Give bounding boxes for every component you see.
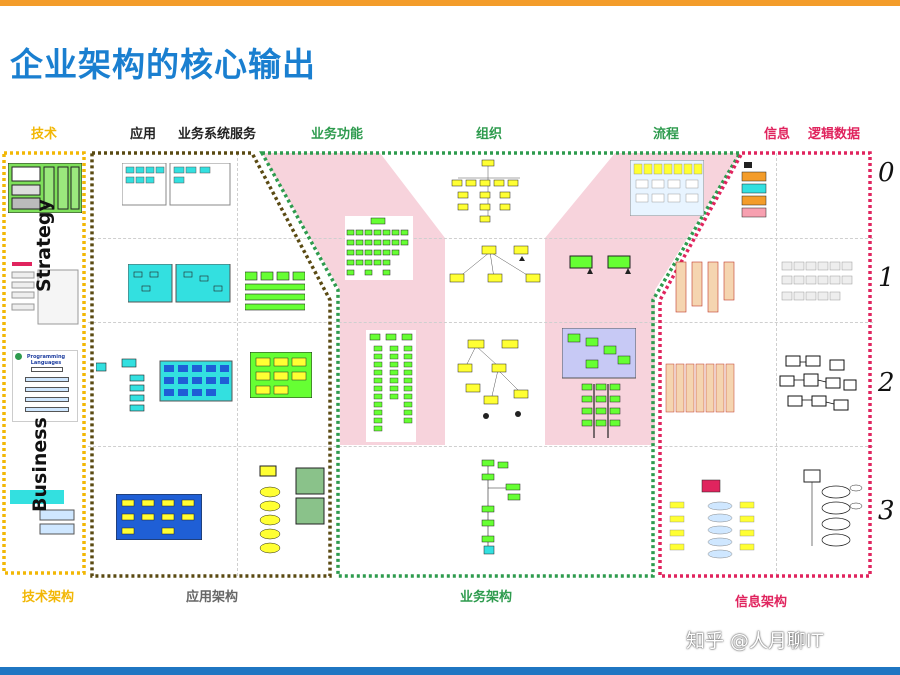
header-logic-data: 逻辑数据	[808, 127, 861, 142]
header-info: 信息	[764, 127, 791, 142]
tech-programming-languages: Programming Languages	[12, 350, 78, 422]
info-er-diagram	[779, 355, 857, 411]
header-biz-function: 业务功能	[311, 127, 364, 142]
row-number-2: 2	[878, 368, 895, 398]
header-app: 应用	[130, 127, 157, 142]
function-hierarchy-diagram	[366, 330, 416, 442]
footer-tech-arch: 技术架构	[22, 590, 75, 605]
header-biz-service: 业务系统服务	[178, 127, 257, 142]
app-structure-diagram	[96, 358, 233, 412]
header-process: 流程	[653, 127, 680, 142]
app-component-diagram	[128, 264, 231, 303]
grid-row-line-1	[88, 238, 873, 239]
header-tech: 技术	[31, 127, 58, 142]
org-role-diagram	[457, 339, 529, 419]
logo-icon	[15, 353, 22, 360]
grid-col-line-app	[237, 153, 238, 576]
grid-row-line-3	[88, 446, 873, 447]
tech-table-diagram	[10, 260, 82, 328]
header-org: 组织	[476, 127, 503, 142]
info-logical-model-diagram	[781, 261, 853, 301]
process-flow-diagram	[569, 255, 631, 274]
slide-title: 企业架构的核心输出	[10, 45, 316, 84]
function-decomposition-diagram	[345, 216, 413, 280]
info-entity-diagram	[675, 261, 735, 313]
row-number-3: 3	[878, 496, 895, 526]
row-number-1: 1	[878, 263, 895, 293]
watermark: 知乎 @人月聊IT	[686, 630, 824, 652]
org-structure-diagram	[481, 459, 521, 555]
app-deployment-diagram	[116, 494, 202, 540]
org-relationship-diagram	[449, 245, 541, 283]
bottom-accent-bar	[0, 667, 900, 675]
programming-languages-label: Programming Languages	[26, 354, 66, 366]
service-interaction-diagram	[259, 465, 325, 554]
footer-app-arch: 应用架构	[186, 590, 239, 605]
top-accent-bar	[0, 0, 900, 6]
info-hierarchy-diagram	[803, 469, 863, 547]
grid-col-line-info	[776, 153, 777, 576]
label-strategy: Strategy	[33, 199, 55, 292]
service-layer-diagram	[245, 271, 305, 311]
info-flow-diagram	[669, 479, 755, 559]
tech-infra-diagram	[8, 163, 82, 213]
footer-biz-arch: 业务架构	[460, 590, 513, 605]
org-chart-diagram	[451, 159, 520, 223]
footer-info-arch: 信息架构	[735, 595, 788, 610]
row-number-0: 0	[878, 158, 895, 188]
service-catalog-diagram	[250, 352, 312, 398]
grid-row-line-2	[88, 322, 873, 323]
app-overview-diagram	[122, 163, 231, 206]
label-business: Business	[29, 417, 51, 512]
info-data-table-diagram	[665, 363, 735, 413]
info-subject-diagram	[741, 162, 767, 218]
process-swimlane-diagram	[562, 328, 636, 438]
tech-platform-diagram	[10, 490, 75, 535]
process-map-diagram	[630, 160, 704, 216]
